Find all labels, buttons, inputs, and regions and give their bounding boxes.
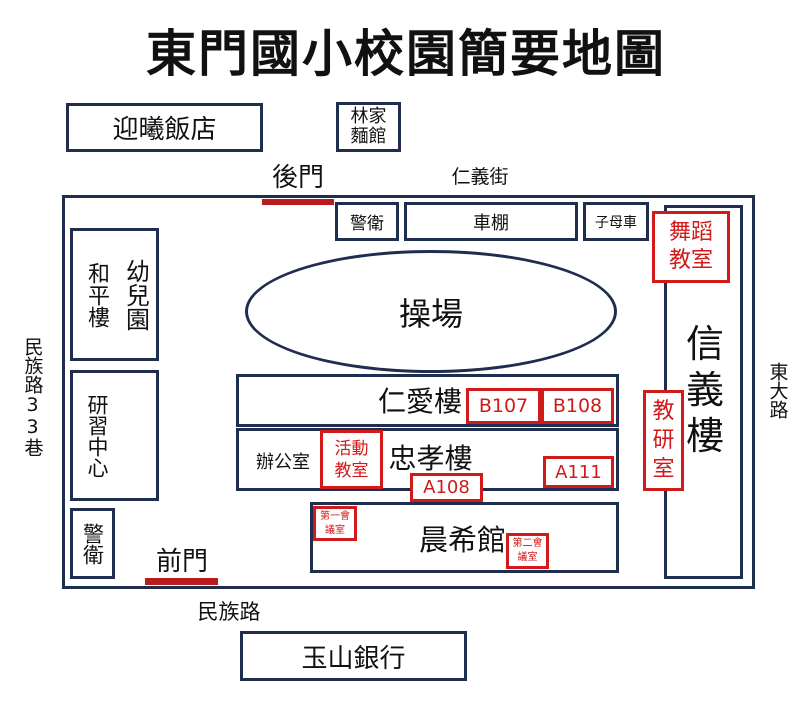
training-center-label: 研習中心 bbox=[85, 393, 109, 478]
front-gate-label: 前門 bbox=[155, 546, 208, 577]
meeting-room-2: 第二會議室 bbox=[506, 533, 549, 569]
heping-building bbox=[70, 228, 159, 361]
room-a108: A108 bbox=[410, 473, 483, 502]
noodle-shop-label: 林家麵館 bbox=[336, 102, 401, 152]
back-gate-marker bbox=[262, 199, 334, 205]
campus-boundary bbox=[62, 195, 755, 589]
training-center bbox=[70, 370, 159, 501]
chenxi-label: 晨希館 bbox=[418, 523, 506, 557]
kindergarten-label: 幼兒園 bbox=[121, 259, 150, 331]
guard-top: 警衛 bbox=[335, 202, 399, 241]
room-b108: B108 bbox=[541, 388, 614, 424]
chenxi-hall bbox=[310, 502, 619, 573]
back-gate-label: 後門 bbox=[271, 162, 324, 193]
front-gate-marker bbox=[145, 578, 218, 585]
renai-label: 仁愛樓 bbox=[377, 385, 462, 418]
dance-room: 舞蹈教室 bbox=[652, 211, 730, 283]
meeting-room-1: 第一會議室 bbox=[313, 506, 357, 541]
guard-left: 警衛 bbox=[70, 508, 115, 579]
bank-label: 玉山銀行 bbox=[240, 631, 467, 681]
heping-label: 和平樓 bbox=[84, 262, 109, 328]
stroller-area: 子母車 bbox=[583, 202, 649, 241]
office-label: 辦公室 bbox=[256, 452, 310, 473]
playground: 操場 bbox=[245, 250, 617, 373]
research-room: 教研室 bbox=[643, 390, 684, 491]
street-left-label: 民族路33巷 bbox=[21, 337, 44, 457]
room-b107: B107 bbox=[466, 388, 541, 424]
zhongxiao-label: 忠孝樓 bbox=[388, 442, 473, 475]
street-top-label: 仁義街 bbox=[451, 165, 509, 188]
xinyi-label: 信義樓 bbox=[685, 322, 724, 458]
street-bottom-label: 民族路 bbox=[197, 600, 261, 624]
bike-shed: 車棚 bbox=[404, 202, 578, 241]
room-a111: A111 bbox=[543, 456, 614, 488]
street-right-label: 東大路 bbox=[766, 361, 789, 419]
map-title: 東門國小校園簡要地圖 bbox=[146, 25, 666, 83]
activity-room: 活動教室 bbox=[320, 430, 383, 489]
hotel-label: 迎曦飯店 bbox=[66, 103, 263, 152]
